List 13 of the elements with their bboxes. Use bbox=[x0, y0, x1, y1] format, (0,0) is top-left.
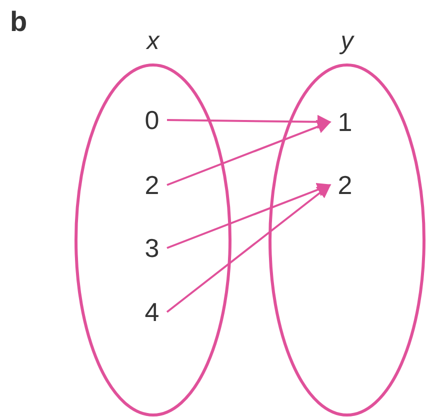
arrow bbox=[166, 183, 332, 249]
set-element: 1 bbox=[332, 107, 358, 137]
set-element: 0 bbox=[139, 105, 165, 135]
set-element: 4 bbox=[139, 297, 165, 327]
arrow bbox=[166, 114, 332, 129]
panel-letter: b bbox=[10, 6, 28, 38]
arrow bbox=[166, 184, 332, 313]
set-heading: y bbox=[340, 26, 354, 56]
set-heading: x bbox=[146, 26, 160, 56]
set-element: 2 bbox=[332, 170, 358, 200]
set-element: 3 bbox=[139, 233, 165, 263]
set-element: 2 bbox=[139, 170, 165, 200]
arrow bbox=[166, 120, 332, 186]
